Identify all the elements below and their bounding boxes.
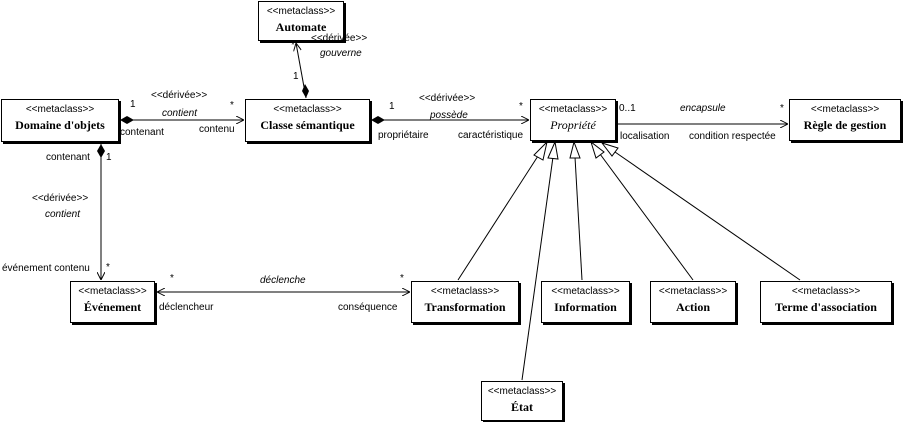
association-name: contient <box>45 209 81 220</box>
role-label: contenu <box>199 124 235 135</box>
multiplicity-label: * <box>170 273 174 284</box>
multiplicity-label: * <box>400 273 404 284</box>
multiplicity-label: 1 <box>293 71 299 82</box>
class-information[interactable]: <<metaclass>> Information <box>541 281 630 323</box>
class-name: Terme d'association <box>775 300 877 314</box>
inheritance-triangle <box>600 142 619 157</box>
association-name: possède <box>430 110 468 121</box>
class-classe-semantique[interactable]: <<metaclass>> Classe sémantique <box>245 99 370 142</box>
stereotype-label: <<metaclass>> <box>266 6 336 17</box>
class-name: Information <box>554 300 617 314</box>
stereotype-label: <<dérivée>> <box>32 193 89 204</box>
class-domaine-objets[interactable]: <<metaclass>> Domaine d'objets <box>1 99 119 142</box>
class-evenement[interactable]: <<metaclass>> Événement <box>70 281 155 323</box>
generalization-etat <box>521 140 559 381</box>
role-label: propriétaire <box>378 130 429 141</box>
multiplicity-label: 1 <box>130 99 136 110</box>
role-label: caractéristique <box>458 130 524 141</box>
association-contient-classe <box>120 116 244 124</box>
stereotype-label: <<metaclass>> <box>487 386 557 397</box>
multiplicity-label: 1 <box>106 152 112 163</box>
stereotype-label: <<metaclass>> <box>25 104 95 115</box>
stereotype-label: <<metaclass>> <box>658 286 728 297</box>
multiplicity-label: * <box>230 100 234 111</box>
stereotype-label: <<metaclass>> <box>78 286 147 297</box>
multiplicity-label: * <box>780 103 784 114</box>
composition-diamond <box>371 116 385 124</box>
stereotype-label: <<metaclass>> <box>810 104 880 115</box>
role-label: conséquence <box>338 302 398 313</box>
inheritance-triangle <box>547 140 559 160</box>
stereotype-label: <<dérivée>> <box>151 90 208 101</box>
association-gouverne <box>296 43 309 99</box>
inheritance-triangle <box>533 140 548 161</box>
stereotype-label: <<metaclass>> <box>273 104 342 115</box>
role-label: localisation <box>620 131 670 142</box>
generalization-transformation <box>457 140 548 281</box>
association-name: contient <box>162 108 198 119</box>
multiplicity-label: * <box>106 262 110 273</box>
class-name: Action <box>676 300 710 314</box>
class-etat[interactable]: <<metaclass>> État <box>481 381 563 421</box>
class-terme-association[interactable]: <<metaclass>> Terme d'association <box>760 281 892 323</box>
multiplicity-label: 0..1 <box>619 103 636 114</box>
class-regle-gestion[interactable]: <<metaclass>> Règle de gestion <box>789 99 901 141</box>
stereotype-label: <<metaclass>> <box>551 286 620 297</box>
class-name: Propriété <box>550 118 596 132</box>
class-name: Transformation <box>424 300 506 314</box>
stereotype-label: <<dérivée>> <box>311 33 368 44</box>
stereotype-label: <<metaclass>> <box>538 104 608 115</box>
class-name: Événement <box>83 300 142 314</box>
multiplicity-label: * <box>519 101 523 112</box>
multiplicity-label: * <box>291 40 295 51</box>
class-transformation[interactable]: <<metaclass>> Transformation <box>411 281 519 323</box>
class-action[interactable]: <<metaclass>> Action <box>650 281 736 323</box>
role-label: condition respectée <box>689 131 776 142</box>
generalization-information <box>569 140 583 281</box>
association-name: encapsule <box>680 103 726 114</box>
class-propriete[interactable]: <<metaclass>> Propriété <box>530 99 616 141</box>
association-name: déclenche <box>260 275 306 286</box>
role-label: déclencheur <box>159 302 214 313</box>
class-name: Automate <box>275 20 327 34</box>
association-contient-evenement <box>97 144 105 280</box>
class-name: Règle de gestion <box>803 118 887 132</box>
role-label: contenant <box>120 127 164 138</box>
generalization-terme <box>600 142 801 281</box>
multiplicity-label: 1 <box>389 101 395 112</box>
stereotype-label: <<metaclass>> <box>430 286 500 297</box>
role-label: contenant <box>46 152 90 163</box>
class-automate[interactable]: <<metaclass>> Automate <box>258 1 344 41</box>
association-possede <box>371 116 529 124</box>
class-name: Domaine d'objets <box>15 118 105 132</box>
class-name: État <box>511 400 533 414</box>
composition-diamond <box>302 84 309 98</box>
composition-diamond <box>97 144 105 158</box>
association-name: gouverne <box>320 48 362 59</box>
stereotype-label: <<dérivée>> <box>419 93 476 104</box>
stereotype-label: <<metaclass>> <box>791 286 861 297</box>
role-label: événement contenu <box>2 263 90 274</box>
composition-diamond <box>120 116 134 124</box>
inheritance-triangle <box>569 140 581 159</box>
inheritance-triangle <box>590 140 605 159</box>
class-name: Classe sémantique <box>260 118 355 132</box>
generalization-action <box>590 140 694 281</box>
